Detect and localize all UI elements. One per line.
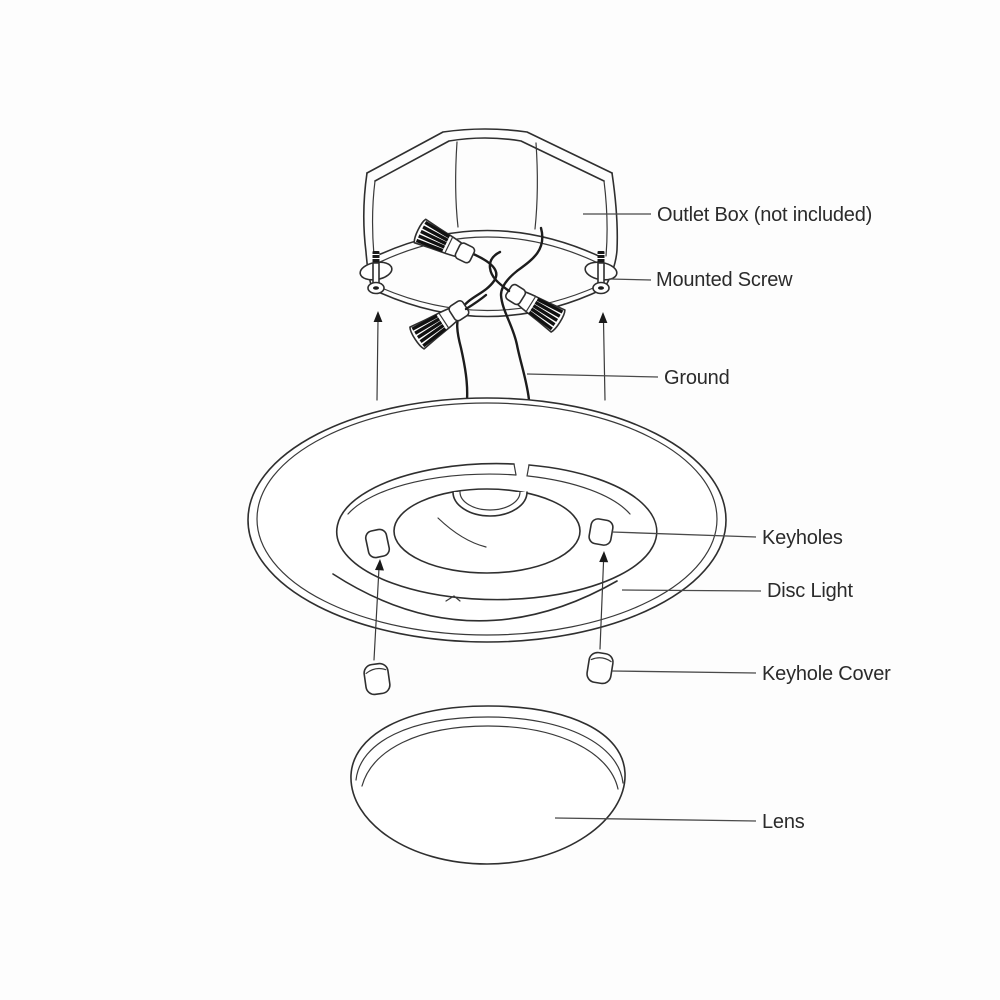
leader-keyhole-cover xyxy=(611,670,757,674)
inner-opening xyxy=(393,488,581,574)
ground-wire-right xyxy=(499,226,544,402)
outlet-box-front-rim xyxy=(371,288,604,318)
mounting-band-inner-left xyxy=(347,473,517,515)
arrowhead-icon xyxy=(373,311,383,322)
leader-ground xyxy=(526,373,659,378)
outlet-box-drawing xyxy=(363,128,619,318)
outlet-box-interior-corner-right xyxy=(534,142,538,230)
leader-disc-light xyxy=(621,589,762,592)
arrow-up-right-keyhole xyxy=(599,551,609,650)
arrowhead-icon xyxy=(598,312,608,323)
screw-tip xyxy=(372,251,380,263)
label-disc-light: Disc Light xyxy=(767,580,853,602)
wire-nut-upper-left xyxy=(413,218,476,264)
wire-nut-lower-left xyxy=(409,300,470,350)
label-keyhole-cover: Keyhole Cover xyxy=(762,663,891,685)
lens-outline xyxy=(350,705,626,865)
lens-rim-lower xyxy=(361,725,619,790)
screw-tip xyxy=(597,251,605,263)
wire-stub-loop xyxy=(488,250,511,293)
outlet-box-top-inner xyxy=(374,137,605,182)
label-lens: Lens xyxy=(762,811,805,833)
band-gap-tick-left xyxy=(513,463,517,476)
lens-rim-upper xyxy=(355,716,624,784)
wire-nut-tip xyxy=(454,242,476,264)
arrow-up-left-keyhole xyxy=(373,559,384,661)
leader-keyholes xyxy=(611,531,757,538)
wire-stub-short xyxy=(464,293,488,311)
lens-drawing xyxy=(350,705,626,865)
mounted-screw-left xyxy=(359,251,393,295)
outlet-box-back-rim-inner xyxy=(379,236,597,263)
outlet-box-left-edge-inner xyxy=(372,180,376,257)
label-keyholes: Keyholes xyxy=(762,527,843,549)
leader-mounted-screw xyxy=(608,278,652,281)
keyhole-right xyxy=(588,518,614,546)
mounted-screw-right xyxy=(584,251,618,295)
mounting-band-outer xyxy=(336,462,658,601)
ground-wire-left xyxy=(456,251,498,402)
outlet-box-back-rim xyxy=(373,229,602,258)
arrowhead-icon xyxy=(599,551,609,563)
pan-bottom-edge xyxy=(332,573,618,622)
keyhole-cover-left xyxy=(363,662,391,696)
outlet-box-top-outer xyxy=(366,128,613,174)
leader-lens xyxy=(554,817,757,822)
arrow-up-left-screw xyxy=(373,311,383,401)
mounting-band-inner-right xyxy=(527,475,631,515)
pan-edge-notch xyxy=(445,595,461,602)
keyhole-cover-right xyxy=(586,651,614,685)
wire-nut-tip xyxy=(448,300,470,322)
keyhole-left xyxy=(364,528,391,559)
outlet-box-front-rim-inner xyxy=(376,285,599,312)
arrow-up-right-screw xyxy=(598,312,608,401)
outlet-box-interior-corner-left xyxy=(455,141,459,228)
label-mounted-screw: Mounted Screw xyxy=(656,269,793,291)
wire-nut-lower-right xyxy=(505,283,566,333)
outlet-box-right-edge-inner xyxy=(603,180,608,257)
trim-ring-inner xyxy=(256,402,718,636)
disc-light-drawing xyxy=(247,397,727,643)
arrowhead-icon xyxy=(375,559,384,571)
label-outlet-box: Outlet Box (not included) xyxy=(657,204,873,226)
leader-lines xyxy=(526,213,762,822)
center-dome xyxy=(452,491,528,517)
opening-lip-arc xyxy=(437,517,487,548)
label-ground: Ground xyxy=(664,367,730,389)
band-gap-tick-right xyxy=(526,464,530,477)
center-dome-inner xyxy=(459,491,521,511)
